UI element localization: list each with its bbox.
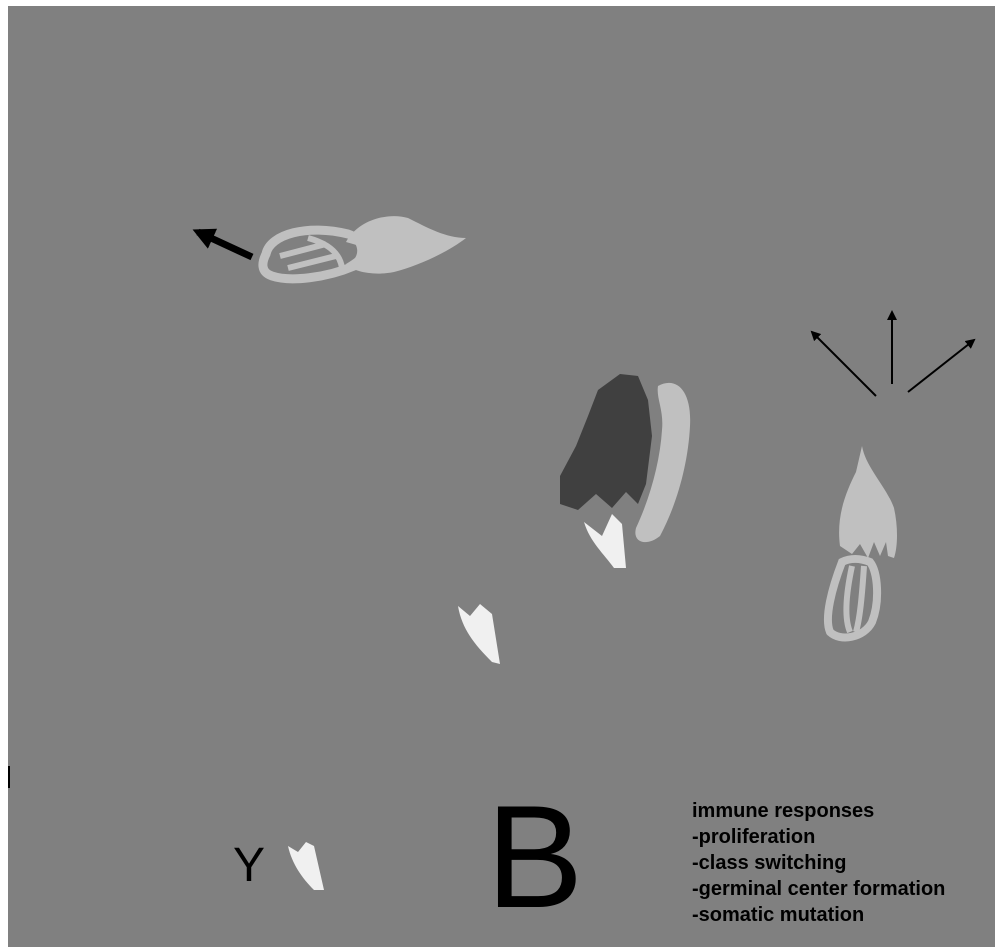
figure-panel: Y B immune responses -proliferation -cla… bbox=[8, 6, 995, 947]
cell-outline-inner bbox=[280, 238, 342, 268]
response-item-class-switching: -class switching bbox=[692, 850, 945, 876]
edge-tick-mark bbox=[8, 766, 10, 788]
responses-title: immune responses bbox=[692, 798, 945, 824]
response-item-somatic-mutation: -somatic mutation bbox=[692, 902, 945, 928]
response-item-germinal-center: -germinal center formation bbox=[692, 876, 945, 902]
small-white-triangle bbox=[288, 842, 324, 890]
white-triangle-upper bbox=[584, 514, 626, 568]
center-cells bbox=[458, 374, 690, 664]
migrating-cell bbox=[198, 216, 466, 279]
right-cell-inner-lines bbox=[846, 566, 864, 632]
arrow-up-left bbox=[812, 332, 876, 396]
right-cell-group bbox=[812, 312, 974, 637]
response-item-proliferation: -proliferation bbox=[692, 824, 945, 850]
right-cell-body-shape bbox=[839, 446, 897, 558]
immune-responses-list: immune responses -proliferation -class s… bbox=[692, 798, 945, 928]
white-triangle-lower bbox=[458, 604, 500, 664]
y-glyph-label: Y bbox=[233, 842, 265, 890]
panel-letter: B bbox=[486, 784, 583, 930]
dark-cell-shape bbox=[560, 374, 652, 510]
cell-body-shape bbox=[346, 216, 466, 273]
migration-arrow bbox=[198, 232, 252, 257]
arrow-up-right bbox=[908, 340, 974, 392]
